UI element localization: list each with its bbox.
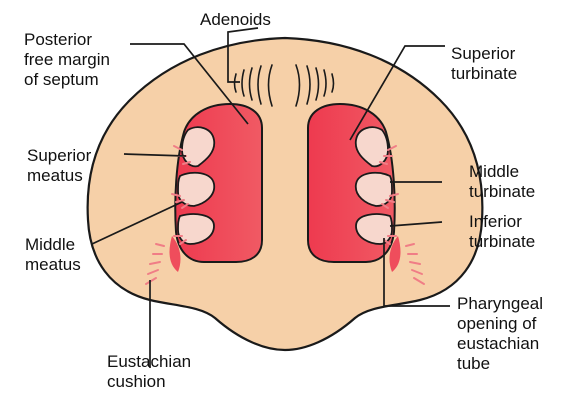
- label-middle-turbinate: Middle turbinate: [469, 162, 535, 202]
- right-turbinates: [356, 127, 392, 244]
- label-adenoids: Adenoids: [200, 10, 271, 30]
- label-posterior-free-margin: Posterior free margin of septum: [24, 30, 110, 90]
- label-middle-meatus: Middle meatus: [25, 235, 81, 275]
- label-superior-meatus: Superior meatus: [27, 146, 91, 186]
- label-inferior-turbinate: Inferior turbinate: [469, 212, 535, 252]
- label-eustachian-cushion: Eustachian cushion: [107, 352, 191, 392]
- label-superior-turbinate: Superior turbinate: [451, 44, 517, 84]
- left-turbinates: [178, 127, 214, 244]
- label-pharyngeal-opening: Pharyngeal opening of eustachian tube: [457, 294, 543, 374]
- nasopharynx-outline: [88, 38, 483, 350]
